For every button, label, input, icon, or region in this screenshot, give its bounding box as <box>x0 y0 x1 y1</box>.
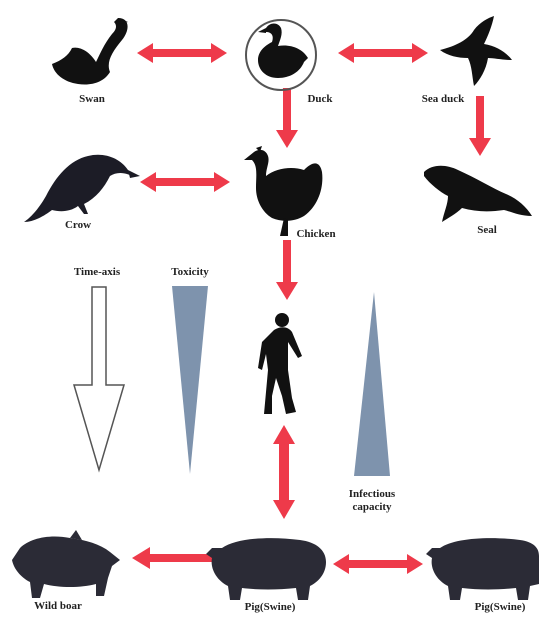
label-time-axis: Time-axis <box>74 266 120 278</box>
duck-icon <box>258 24 308 79</box>
crow-icon <box>24 155 140 222</box>
label-sea-duck: Sea duck <box>422 93 465 105</box>
arrow-seaduck-seal <box>469 96 491 156</box>
arrow-duck-seaduck <box>338 43 428 63</box>
pig-icon <box>206 538 326 600</box>
label-swan: Swan <box>79 93 105 105</box>
wild-boar-icon <box>12 530 120 598</box>
arrow-chicken-human <box>276 240 298 300</box>
sea-duck-icon <box>440 16 512 86</box>
seal-icon <box>424 166 532 222</box>
arrow-duck-chicken <box>276 88 298 148</box>
label-crow: Crow <box>65 219 91 231</box>
arrow-pig-pig <box>333 554 423 574</box>
label-duck: Duck <box>307 93 332 105</box>
label-infectious-1: Infectious <box>349 488 395 500</box>
label-toxicity: Toxicity <box>171 266 209 278</box>
label-infectious-2: capacity <box>352 501 391 513</box>
arrow-swan-duck <box>137 43 227 63</box>
label-seal: Seal <box>477 224 497 236</box>
label-chicken: Chicken <box>296 228 335 240</box>
label-wild-boar: Wild boar <box>34 600 82 612</box>
arrow-pig-wildboar <box>132 547 212 569</box>
time-axis-arrow <box>74 287 124 470</box>
arrow-crow-chicken <box>140 172 230 192</box>
label-pig-center: Pig(Swine) <box>245 601 296 613</box>
infectious-capacity-wedge <box>354 292 390 476</box>
arrow-human-pig <box>273 425 295 519</box>
human-icon <box>258 313 302 414</box>
toxicity-wedge <box>172 286 208 474</box>
pig-icon <box>426 538 539 600</box>
chicken-icon <box>244 146 322 236</box>
swan-icon <box>52 18 128 85</box>
label-pig-right: Pig(Swine) <box>475 601 526 613</box>
